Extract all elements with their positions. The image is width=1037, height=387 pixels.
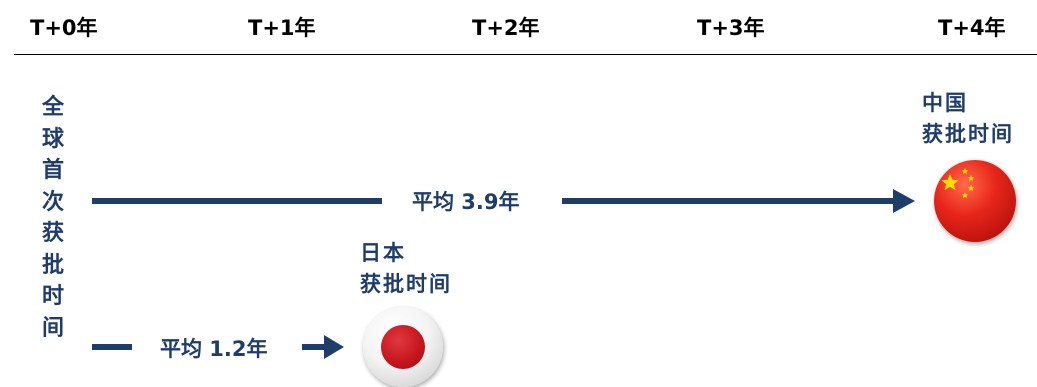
china-flag-icon (934, 160, 1016, 242)
tick-t2: T+2年 (472, 16, 540, 40)
china-arrow-head-icon (893, 189, 915, 213)
tick-t3: T+3年 (697, 16, 765, 40)
japan-arrow-head-icon (324, 335, 344, 359)
tick-t4: T+4年 (938, 16, 1006, 40)
japan-approval-label: 日本 获批时间 (360, 238, 452, 300)
japan-label-line1: 日本 (360, 241, 406, 265)
global-first-approval-label: 全球首次获批时间 (41, 95, 64, 341)
tick-t1: T+1年 (248, 16, 316, 40)
japan-bar-right (302, 344, 328, 350)
japan-label-line2: 获批时间 (360, 272, 452, 296)
japan-flag-disc (381, 325, 425, 369)
china-label-line2: 获批时间 (922, 122, 1014, 146)
china-average-label: 平均 3.9年 (412, 190, 520, 214)
tick-t0: T+0年 (30, 16, 98, 40)
timeline-axis-line (14, 54, 1037, 55)
china-bar-right (562, 198, 897, 204)
japan-average-label: 平均 1.2年 (160, 337, 268, 361)
china-bar-left (92, 198, 382, 204)
china-approval-label: 中国 获批时间 (922, 88, 1014, 150)
japan-bar-left (92, 344, 132, 350)
china-label-line1: 中国 (922, 91, 968, 115)
